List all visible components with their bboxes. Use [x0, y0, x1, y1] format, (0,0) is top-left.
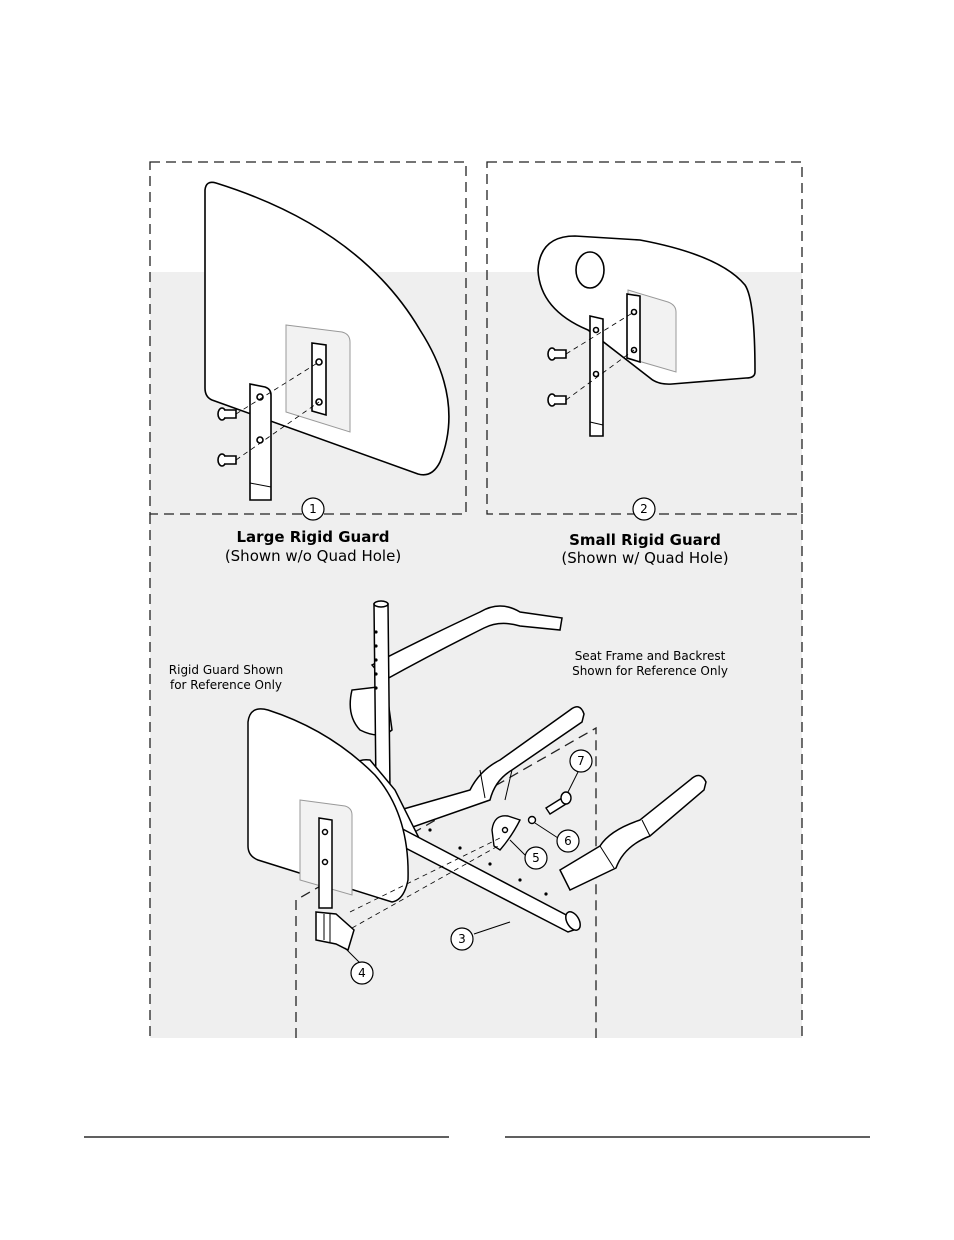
washer-part	[527, 815, 537, 825]
callout-7: 7	[567, 749, 593, 793]
callout-1-label: 1	[309, 502, 317, 516]
note-seat-frame-line2: Shown for Reference Only	[572, 664, 728, 678]
callout-3: 3	[450, 921, 511, 951]
small-guard-subtitle: (Shown w/ Quad Hole)	[561, 549, 728, 567]
callout-5: 5	[509, 839, 548, 870]
callout-5-label: 5	[532, 851, 540, 865]
post-holes	[374, 630, 378, 690]
callout-2-label: 2	[640, 502, 648, 516]
note-seat-frame-line1: Seat Frame and Backrest	[575, 649, 726, 663]
small-rigid-guard-drawing	[537, 235, 756, 437]
callout-3-label: 3	[458, 932, 466, 946]
large-rigid-guard-drawing	[204, 181, 450, 501]
assembly-rigid-guard	[247, 708, 409, 909]
callout-6-label: 6	[564, 834, 572, 848]
assembly-dashed-guides	[349, 837, 501, 929]
callout-2: 2	[632, 497, 656, 521]
clamp-part	[315, 911, 355, 952]
note-seat-frame: Seat Frame and Backrest Shown for Refere…	[572, 649, 728, 678]
large-guard-subtitle: (Shown w/o Quad Hole)	[225, 547, 401, 565]
callout-1: 1	[301, 497, 325, 521]
callout-4: 4	[344, 947, 374, 985]
bracket-part	[491, 815, 521, 851]
callout-4-label: 4	[358, 966, 366, 980]
note-rigid-guard: Rigid Guard Shown for Reference Only	[169, 663, 283, 692]
screw-part	[545, 791, 572, 815]
callout-7-label: 7	[577, 754, 585, 768]
large-guard-title: Large Rigid Guard	[237, 528, 390, 546]
callout-6: 6	[534, 822, 580, 853]
note-rigid-guard-line2: for Reference Only	[170, 678, 282, 692]
small-guard-title: Small Rigid Guard	[569, 531, 721, 549]
large-guard-screws	[217, 407, 237, 467]
note-rigid-guard-line1: Rigid Guard Shown	[169, 663, 283, 677]
tube-holes	[428, 828, 548, 896]
